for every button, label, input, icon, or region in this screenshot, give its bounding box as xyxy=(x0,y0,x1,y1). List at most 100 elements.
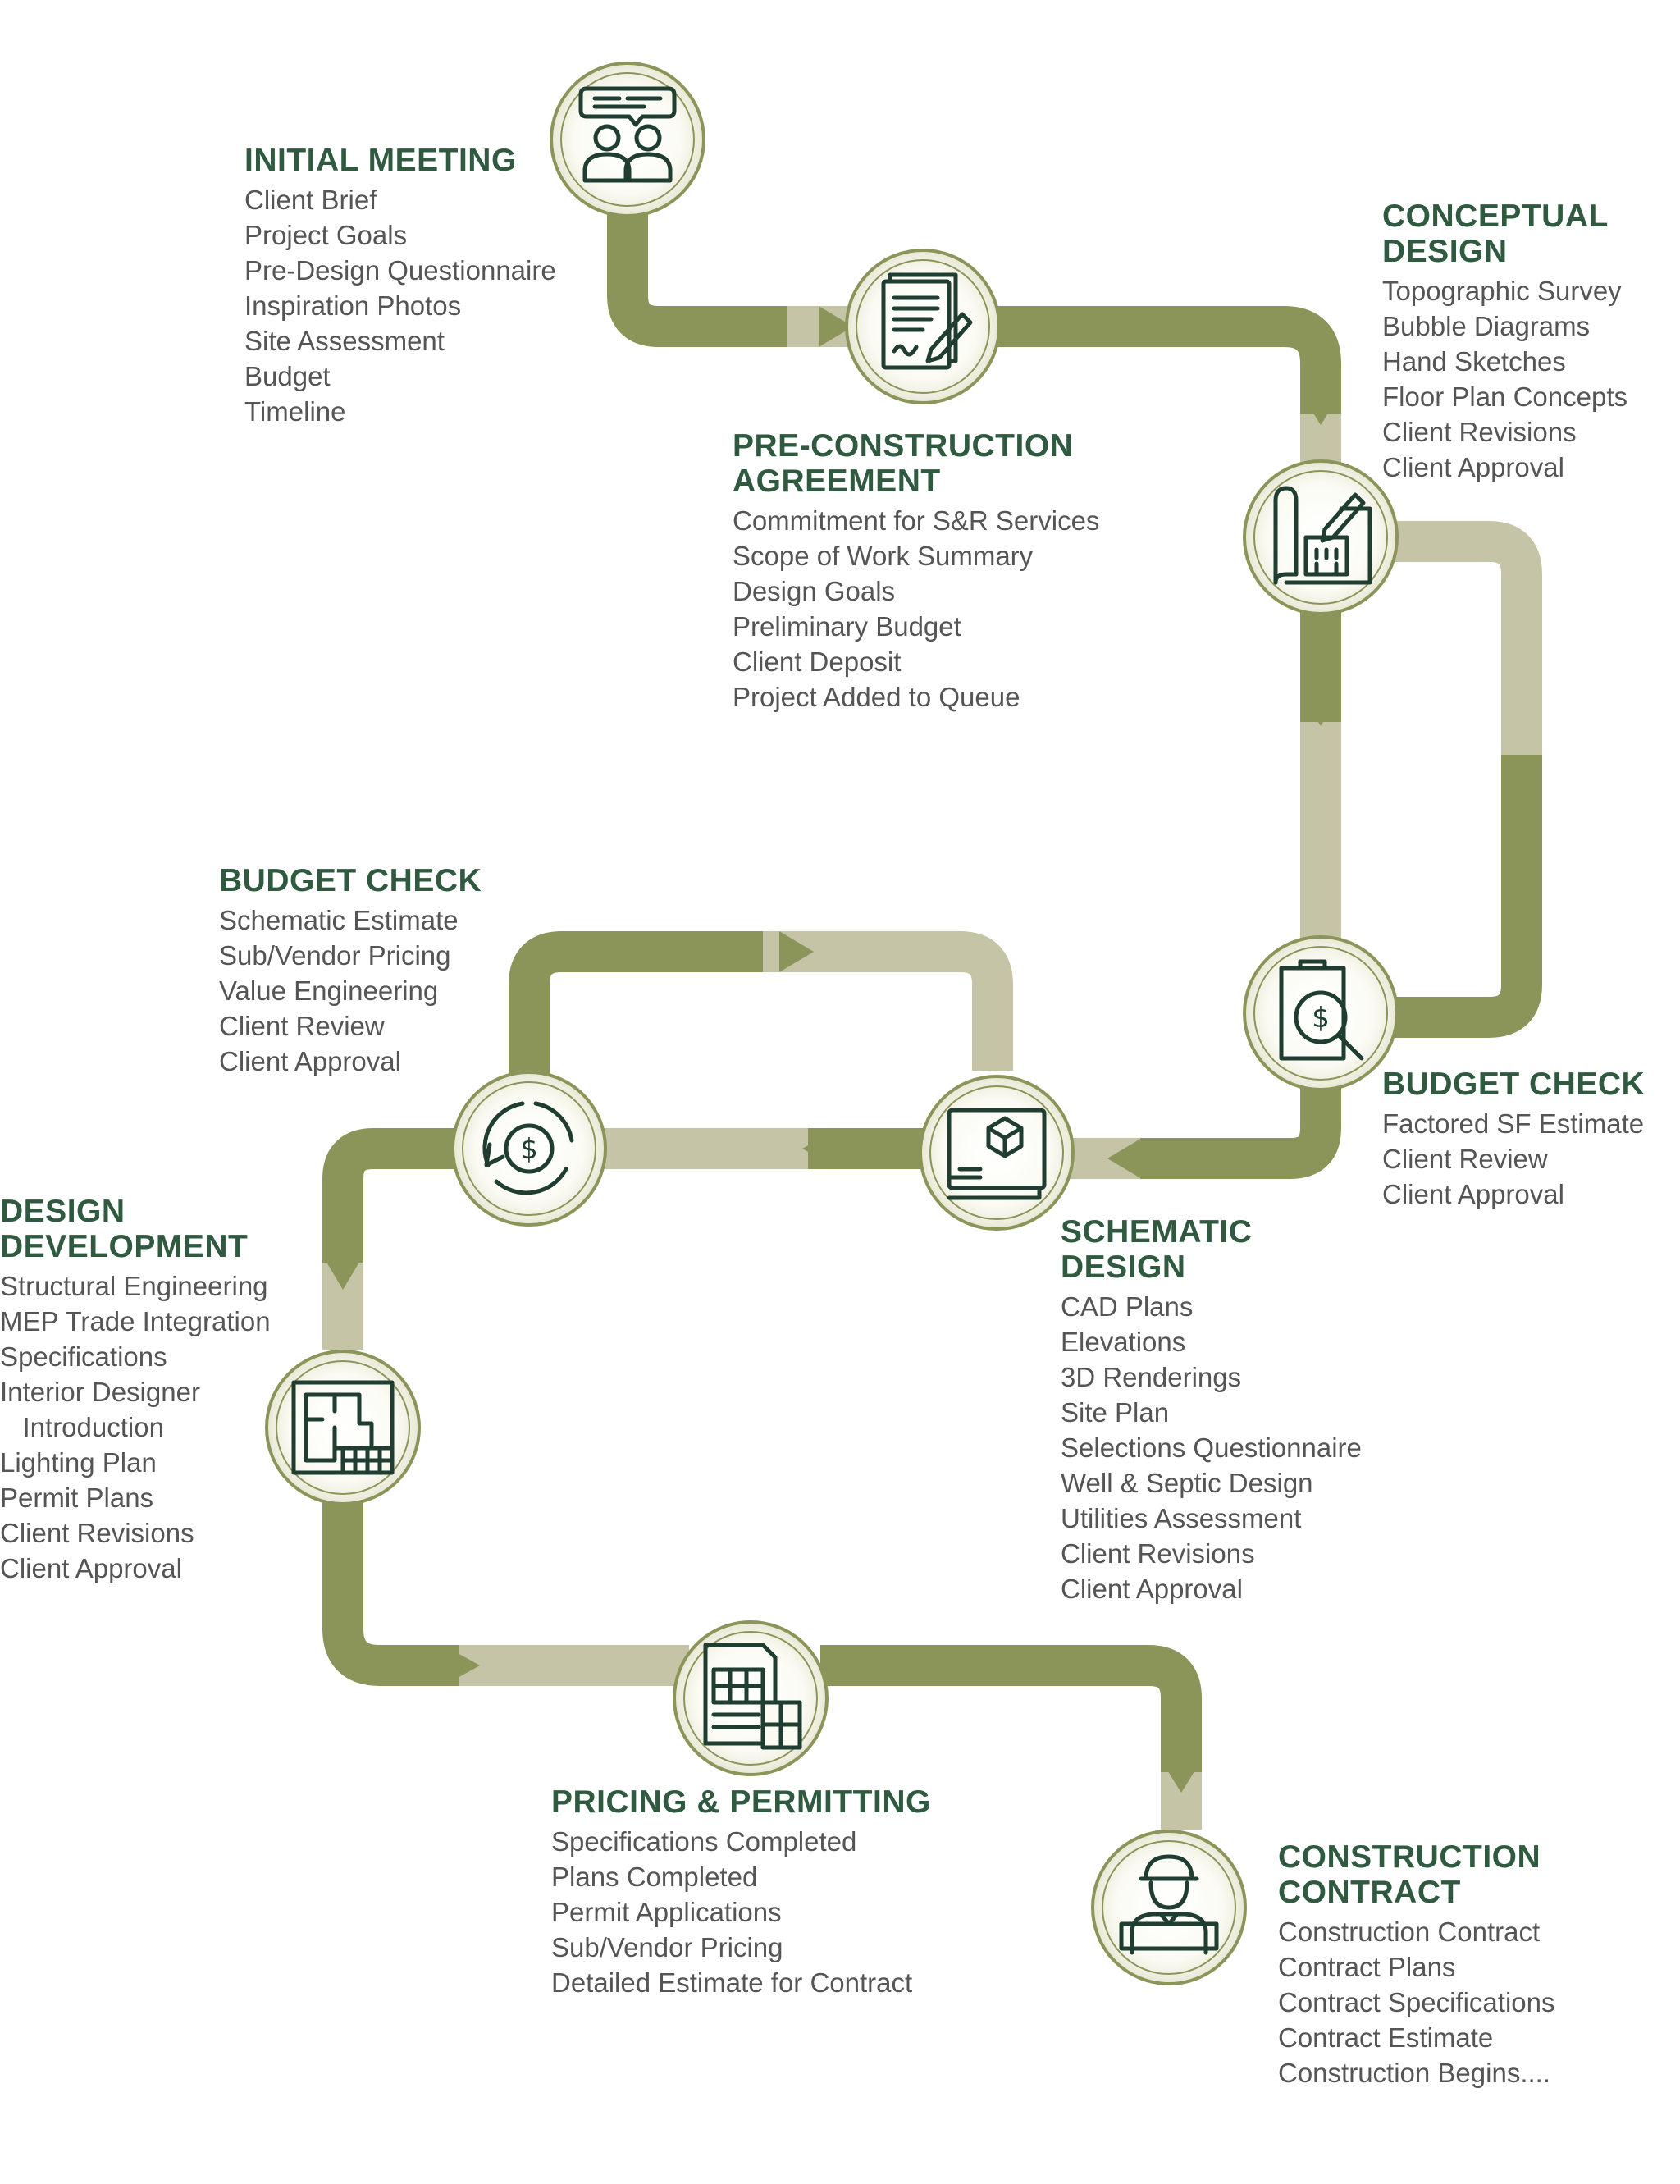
list-item: Pre-Design Questionnaire xyxy=(244,255,556,286)
list-item: Client Revisions xyxy=(1382,417,1577,447)
list-item: Commitment for S&R Services xyxy=(733,505,1100,536)
arrow-right-2 xyxy=(443,1645,480,1686)
list-item: Client Review xyxy=(219,1011,385,1041)
list-item: Contract Estimate xyxy=(1278,2022,1494,2053)
list-item: Introduction xyxy=(0,1412,164,1442)
list-item: Interior Designer xyxy=(0,1377,200,1407)
node-initial-meeting xyxy=(550,62,705,217)
stage-title: BUDGET CHECK xyxy=(1382,1067,1646,1102)
list-item: Factored SF Estimate xyxy=(1382,1108,1645,1139)
arrow-left-2 xyxy=(802,1128,838,1169)
list-item: Scope of Work Summary xyxy=(733,541,1034,571)
stage-title-2: DEVELOPMENT xyxy=(0,1229,271,1264)
stage-title-2: DESIGN xyxy=(1382,234,1628,269)
list-item: Timeline xyxy=(244,396,346,427)
list-item: Site Plan xyxy=(1061,1397,1170,1428)
list-item: Bubble Diagrams xyxy=(1382,311,1591,341)
list-item: Plans Completed xyxy=(551,1862,758,1892)
path-upper-loop-dark xyxy=(509,931,779,1075)
stage-items: Factored SF Estimate Client Review Clien… xyxy=(1382,1106,1645,1212)
path-loop-dark xyxy=(1395,755,1542,1038)
path-development-to-pricing xyxy=(322,1460,484,1686)
path-upper-loop-light xyxy=(763,931,1013,1071)
stage-title: DESIGN xyxy=(0,1194,271,1229)
list-item: Specifications Completed xyxy=(551,1826,857,1857)
arrow-down-3 xyxy=(322,1255,363,1290)
dollar-cycle-icon: $ xyxy=(482,1101,574,1195)
list-item: Well & Septic Design xyxy=(1061,1468,1313,1498)
blueprint-building-icon xyxy=(1273,486,1372,585)
list-item: Budget xyxy=(244,361,331,391)
stage-title: CONSTRUCTION xyxy=(1278,1839,1555,1875)
list-item: Elevations xyxy=(1061,1327,1186,1357)
stage-title-line-2: AGREEMENT xyxy=(733,464,941,499)
stage-title: SCHEMATIC xyxy=(1061,1214,1362,1250)
stage-items: Schematic Estimate Sub/Vendor Pricing Va… xyxy=(219,902,482,1079)
list-item: Project Goals xyxy=(244,220,408,250)
list-item: Client Approval xyxy=(0,1553,182,1583)
stage-title: PRICING & PERMITTING xyxy=(551,1784,931,1820)
flow-arrows xyxy=(322,306,1542,1793)
stage-items: Construction Contract Contract Plans Con… xyxy=(1278,1914,1555,2090)
stage-title-2: DESIGN xyxy=(1061,1250,1362,1285)
stage-pricing-permitting: PRICING & PERMITTING Specifications Comp… xyxy=(551,1784,931,2000)
path-loop-light xyxy=(1395,521,1542,771)
stage-title-line-2: DESIGN xyxy=(1382,234,1508,269)
stage-title-line-1: DESIGN xyxy=(0,1194,126,1229)
stage-title-2: CONTRACT xyxy=(1278,1875,1555,1910)
arrow-down-4 xyxy=(1161,1760,1202,1793)
stage-title: BUDGET CHECK xyxy=(219,863,482,898)
list-item: Contract Plans xyxy=(1278,1952,1456,1982)
list-item: Value Engineering xyxy=(219,975,439,1006)
list-item: Permit Plans xyxy=(0,1483,154,1513)
stage-title: CONCEPTUAL xyxy=(1382,199,1628,234)
list-item: Lighting Plan xyxy=(0,1447,157,1478)
list-item: Sub/Vendor Pricing xyxy=(551,1932,783,1962)
stage-items: Commitment for S&R Services Scope of Wor… xyxy=(733,503,1099,715)
list-item: Topographic Survey xyxy=(1382,276,1622,306)
node-design-development xyxy=(265,1350,421,1505)
list-item: Client Approval xyxy=(1382,1179,1564,1209)
list-item: Client Review xyxy=(1382,1144,1548,1174)
path-agreement-to-conceptual xyxy=(997,306,1341,427)
list-item: Client Approval xyxy=(219,1046,401,1076)
list-item: Schematic Estimate xyxy=(219,905,459,935)
list-item: Utilities Assessment xyxy=(1061,1503,1302,1533)
stage-schematic-design: SCHEMATIC DESIGN CAD Plans Elevations 3D… xyxy=(1061,1214,1362,1606)
list-item: Permit Applications xyxy=(551,1897,782,1927)
stage-title: PRE-CONSTRUCTION xyxy=(733,428,1099,464)
budget-search-icon: $ xyxy=(1279,959,1364,1061)
list-item: Contract Specifications xyxy=(1278,1987,1555,2017)
list-item: Inspiration Photos xyxy=(244,290,462,321)
stage-construction-contract: CONSTRUCTION CONTRACT Construction Contr… xyxy=(1278,1839,1555,2090)
list-item: MEP Trade Integration xyxy=(0,1306,271,1336)
3d-model-screen-icon xyxy=(947,1108,1047,1200)
arrow-right-1 xyxy=(819,306,853,347)
list-item: Client Revisions xyxy=(1061,1538,1255,1569)
stage-title-line-1: CONSTRUCTION xyxy=(1278,1839,1541,1875)
list-item: Detailed Estimate for Contract xyxy=(551,1967,913,1998)
construction-worker-icon xyxy=(1119,1854,1219,1955)
stage-title-line-1: PRE-CONSTRUCTION xyxy=(733,428,1074,464)
svg-text:$: $ xyxy=(1312,1002,1330,1035)
stage-items: Topographic Survey Bubble Diagrams Hand … xyxy=(1382,273,1628,485)
list-item: Project Added to Queue xyxy=(733,682,1020,712)
contract-signing-icon xyxy=(881,272,973,370)
path-initial-to-agreement xyxy=(607,213,820,347)
meeting-icon xyxy=(578,86,677,183)
arrow-down-1 xyxy=(1300,392,1341,425)
stage-items: Structural Engineering MEP Trade Integra… xyxy=(0,1268,271,1586)
list-item: Structural Engineering xyxy=(0,1271,268,1301)
list-item: Site Assessment xyxy=(244,326,445,356)
list-item: Client Approval xyxy=(1382,452,1564,482)
list-item: CAD Plans xyxy=(1061,1291,1194,1322)
list-item: 3D Renderings xyxy=(1061,1362,1242,1392)
list-item: Preliminary Budget xyxy=(733,611,961,642)
stage-items: Client Brief Project Goals Pre-Design Qu… xyxy=(244,182,556,429)
spreadsheet-calculator-icon xyxy=(703,1643,802,1750)
stage-title-line-1: CONCEPTUAL xyxy=(1382,199,1609,234)
list-item: Construction Contract xyxy=(1278,1917,1541,1947)
arrow-down-2 xyxy=(1300,693,1341,726)
stage-items: Specifications Completed Plans Completed… xyxy=(551,1824,931,2000)
